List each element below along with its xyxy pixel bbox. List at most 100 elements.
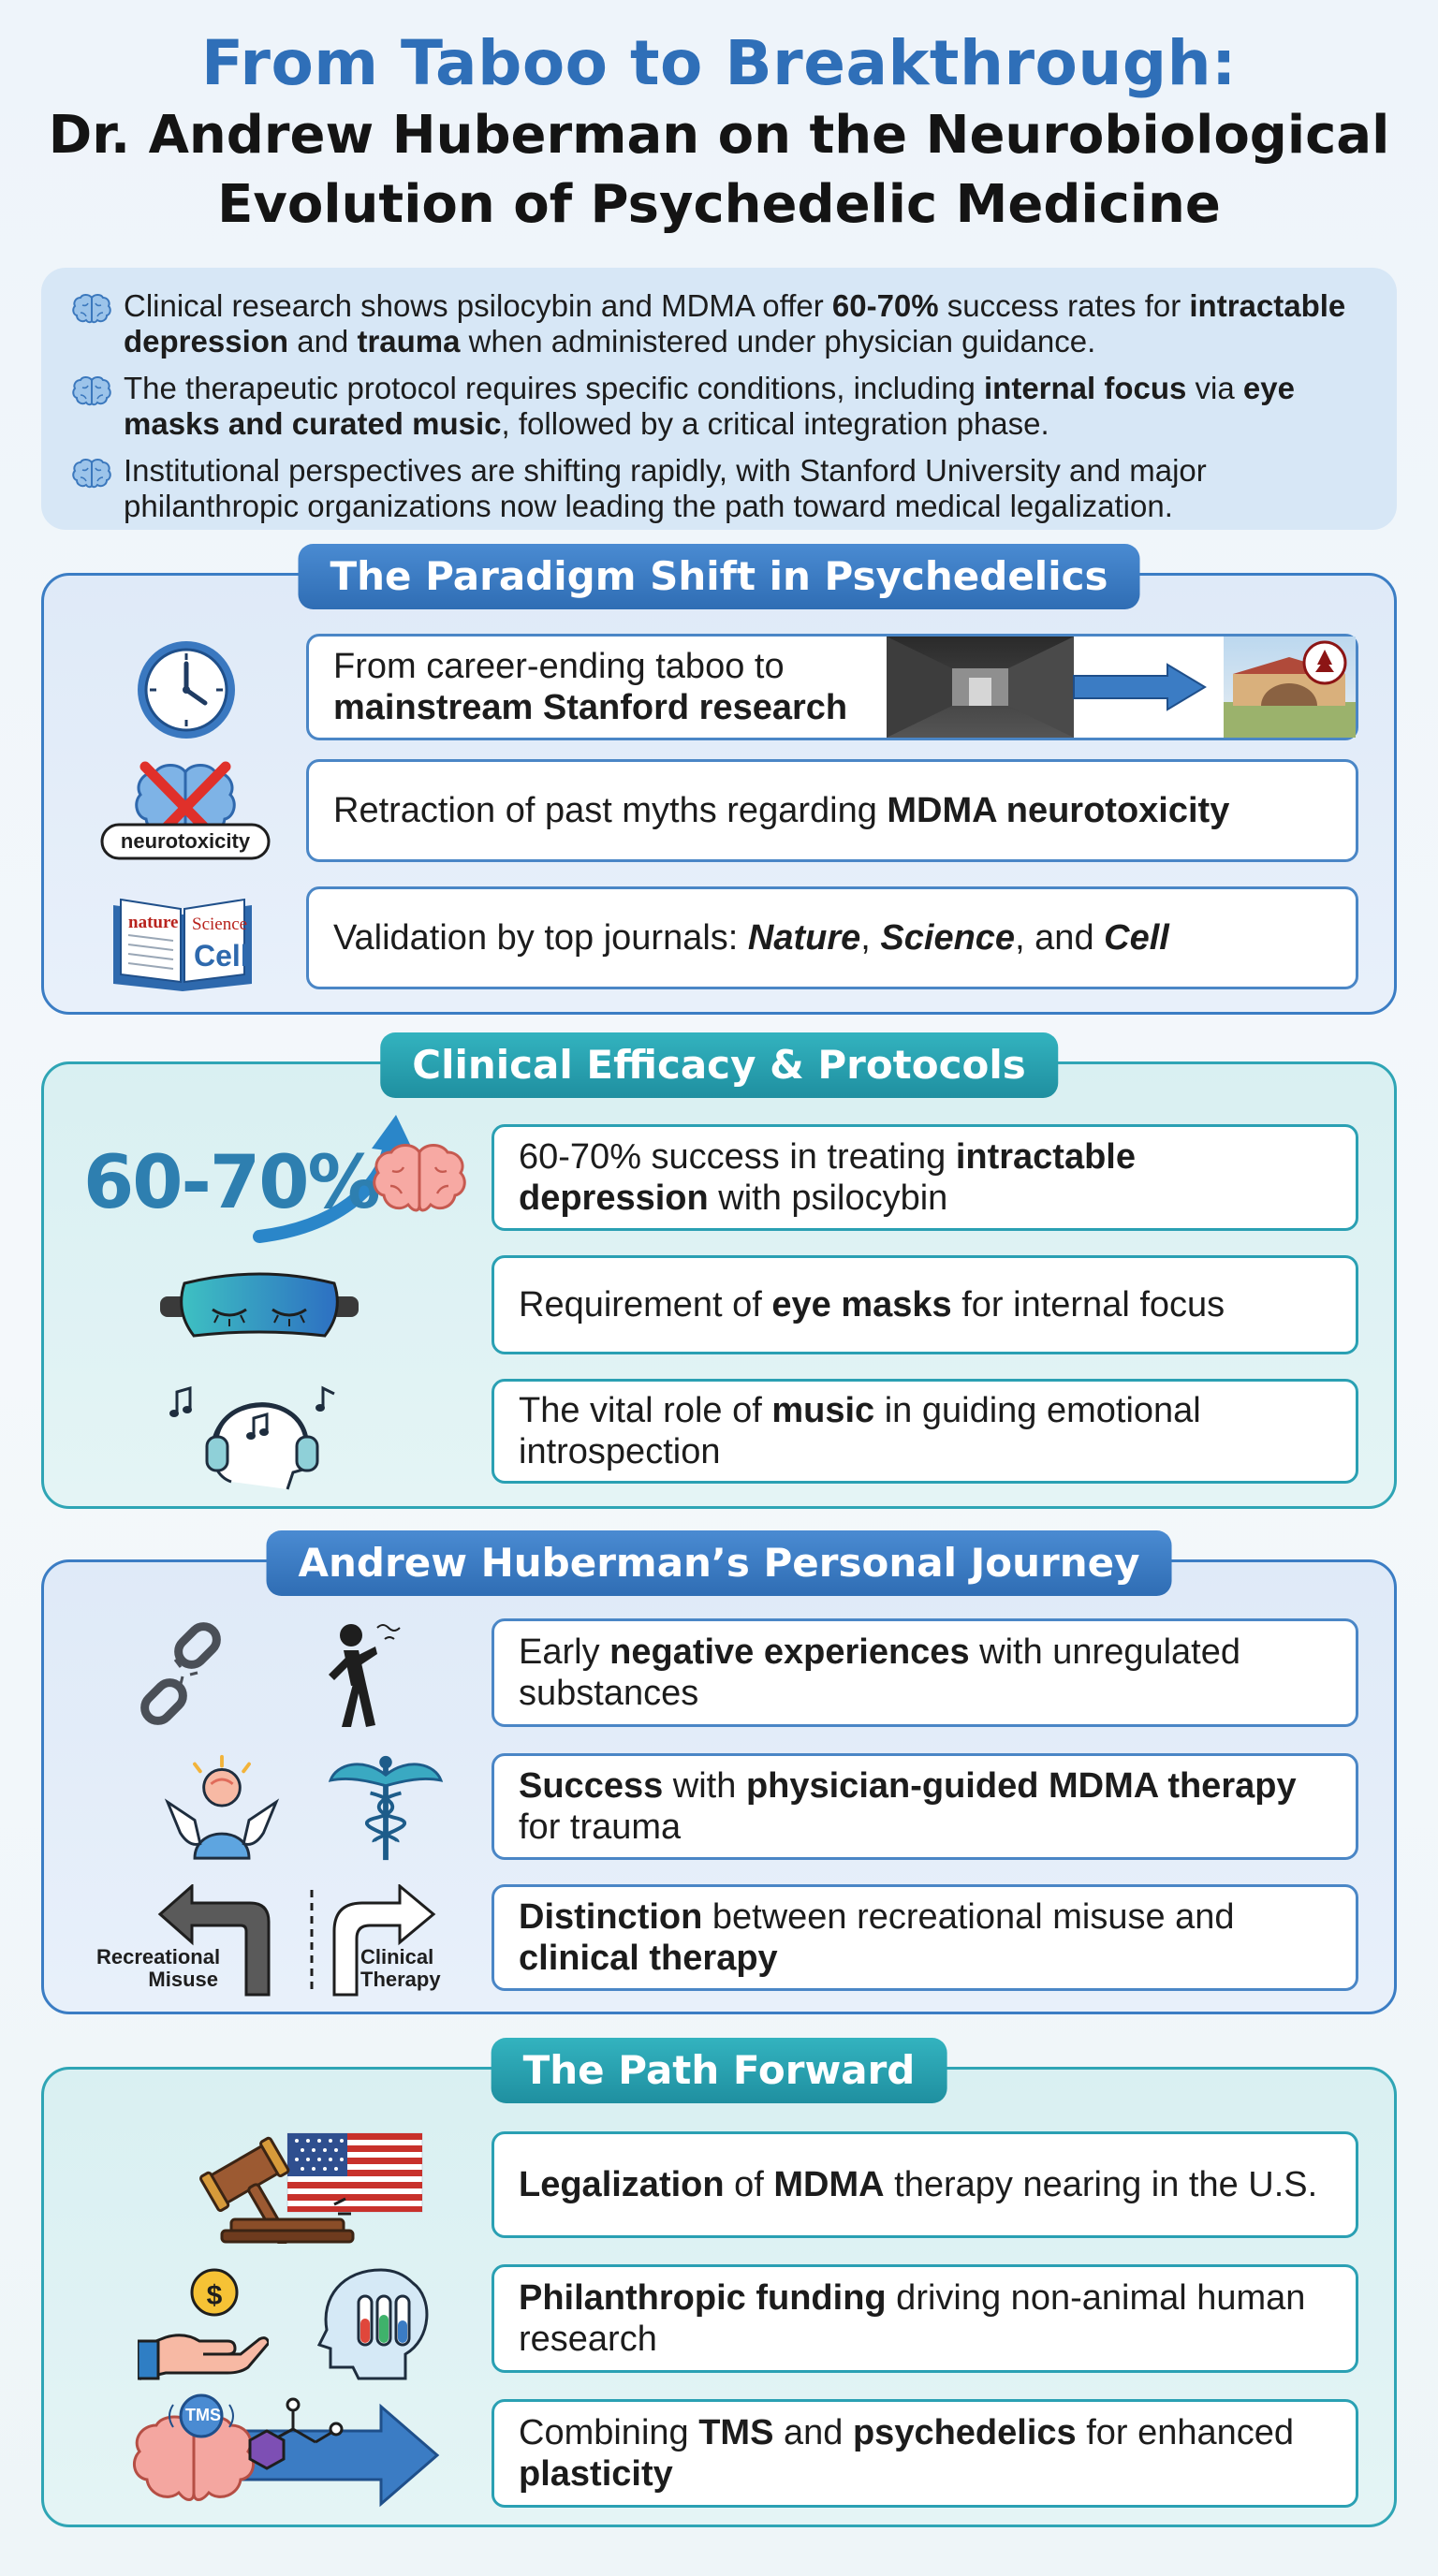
summary-text: Institutional perspectives are shifting … [124,453,1369,524]
emphasis-text: MDMA neurotoxicity [887,791,1230,830]
emphasis-text: 60-70% [831,288,939,323]
card-text: From career-ending taboo to mainstream S… [333,646,878,728]
row: neurotoxicity Retraction of past myths r… [44,759,1400,868]
text-run: via [1186,371,1243,405]
emphasis-text: plasticity [519,2454,673,2494]
summary-box: Clinical research shows psilocybin and M… [41,268,1397,530]
text-run: in guiding emotional introspection [519,1391,1201,1471]
card-negative-experiences: Early negative experiences with unregula… [492,1618,1358,1727]
text-run: for enhanced [1076,2413,1295,2452]
card-text: 60-70% success in treating intractable d… [519,1136,1331,1219]
emphasis-text: eye masks and curated music [124,371,1295,441]
row: Legalization of MDMA therapy nearing in … [44,2128,1400,2244]
row: Requirement of eye masks for internal fo… [44,1255,1400,1358]
card-text: Validation by top journals: Nature, Scie… [333,917,1169,959]
text-run: and [773,2413,853,2452]
row: nature Science Cell Validation by top jo… [44,886,1400,995]
emphasis-text: intractable depression [124,288,1346,359]
tms-label: TMS [185,2406,221,2424]
emphasis-text: Nature [747,918,861,958]
summary-item: Clinical research shows psilocybin and M… [71,288,1369,359]
text-run: for internal focus [951,1285,1225,1325]
recreational-misuse-label: Recreational Misuse [96,1945,221,1991]
text-run: The vital role of [519,1391,772,1430]
section-title: The Paradigm Shift in Psychedelics [298,544,1140,609]
row: $ Philanthropic funding driving non-anim… [44,2264,1400,2380]
journal-science-label: Science [192,915,248,934]
text-run: driving non-animal human research [519,2278,1306,2359]
card-mdma-legalization: Legalization of MDMA therapy nearing in … [492,2131,1358,2238]
row: 60-70% 60-70% success in treating intrac… [44,1115,1400,1243]
text-run: The therapeutic protocol requires specif… [124,371,985,405]
broken-chain-icon [140,1622,221,1725]
text-run: 60-70% success in treating [519,1137,956,1177]
journal-nature-label: nature [128,913,179,932]
text-run: , [860,918,881,958]
row: Early negative experiences with unregula… [44,1618,1400,1731]
card-mdma-neurotoxicity: Retraction of past myths regarding MDMA … [306,759,1358,862]
taboo-to-stanford-illustration [887,637,1356,738]
text-run: for trauma [519,1808,682,1847]
text-run: therapy nearing in the U.S. [884,2165,1318,2204]
summary-text: The therapeutic protocol requires specif… [124,371,1369,442]
emphasis-text: TMS [698,2413,774,2452]
card-text: Requirement of eye masks for internal fo… [519,1284,1225,1325]
headphones-music-icon [169,1385,335,1490]
clock-icon [138,641,235,739]
card-text: Combining TMS and psychedelics for enhan… [519,2412,1331,2495]
row: Recreational Misuse Clinical Therapy Dis… [44,1884,1400,1997]
text-run: , followed by a critical integration pha… [501,406,1049,441]
text-run: and [288,324,358,359]
emphasis-text: psychedelics [852,2413,1077,2452]
head-test-tubes-icon [316,2268,429,2380]
recreational-label-line-2: Misuse [148,1968,218,1991]
emphasis-text: Cell [1104,918,1169,958]
text-run: with psilocybin [708,1178,948,1218]
emphasis-text: Distinction [519,1897,703,1937]
section-title: The Path Forward [491,2038,947,2103]
emphasis-text: mainstream Stanford research [333,688,848,727]
page-header: From Taboo to Breakthrough: Dr. Andrew H… [0,26,1438,240]
card-text: The vital role of music in guiding emoti… [519,1390,1331,1472]
card-text: Distinction between recreational misuse … [519,1896,1331,1979]
dollar-sign: $ [206,2280,223,2311]
section-personal-journey: Andrew Huberman’s Personal Journey Early… [41,1530,1400,2014]
section-clinical-efficacy: Clinical Efficacy & Protocols 60-70% 60-… [41,1032,1400,1509]
recreational-vs-clinical-arrows-icon [157,1884,436,1997]
section-path-forward: The Path Forward [41,2038,1400,2527]
journal-cell-label: Cell [194,939,249,973]
hand-coin-icon [138,2268,269,2380]
card-recreational-vs-clinical: Distinction between recreational misuse … [492,1884,1358,1991]
text-run: when administered under physician guidan… [460,324,1096,359]
text-run: success rates for [938,288,1190,323]
row: Success with physician-guided MDMA thera… [44,1753,1400,1862]
text-run: with unregulated substances [519,1632,1240,1713]
emphasis-text: MDMA [773,2165,885,2204]
section-title: Clinical Efficacy & Protocols [380,1032,1058,1098]
emphasis-text: physician-guided MDMA therapy [745,1766,1297,1806]
summary-text: Clinical research shows psilocybin and M… [124,288,1369,359]
clinical-therapy-label: Clinical Therapy [360,1946,463,1991]
emphasis-text: intractable depression [519,1137,1136,1218]
neurotoxicity-label: neurotoxicity [120,829,251,853]
card-text: Retraction of past myths regarding MDMA … [333,790,1229,831]
text-run: of [724,2165,774,2204]
page-subtitle-line-1: Dr. Andrew Huberman on the Neurobiologic… [48,105,1390,166]
page-subtitle-line-2: Evolution of Psychedelic Medicine [217,174,1221,235]
section-title: Andrew Huberman’s Personal Journey [266,1530,1172,1596]
pink-brain-icon [373,1144,466,1212]
summary-item: The therapeutic protocol requires specif… [71,371,1369,442]
text-run: Institutional perspectives are shifting … [124,453,1207,523]
card-text: Philanthropic funding driving non-animal… [519,2277,1331,2360]
card-philanthropic-funding: Philanthropic funding driving non-animal… [492,2264,1358,2373]
meditating-person-icon [164,1754,280,1860]
dizzy-person-icon [329,1624,401,1727]
text-run: Retraction of past myths regarding [333,791,888,830]
recreational-label-line-1: Recreational [96,1945,221,1969]
card-top-journals: Validation by top journals: Nature, Scie… [306,886,1358,989]
text-run: , and [1015,918,1105,958]
card-intractable-depression: 60-70% success in treating intractable d… [492,1124,1358,1231]
brain-icon [72,376,111,406]
open-book-icon [113,898,252,991]
emphasis-text: Philanthropic funding [519,2278,887,2318]
